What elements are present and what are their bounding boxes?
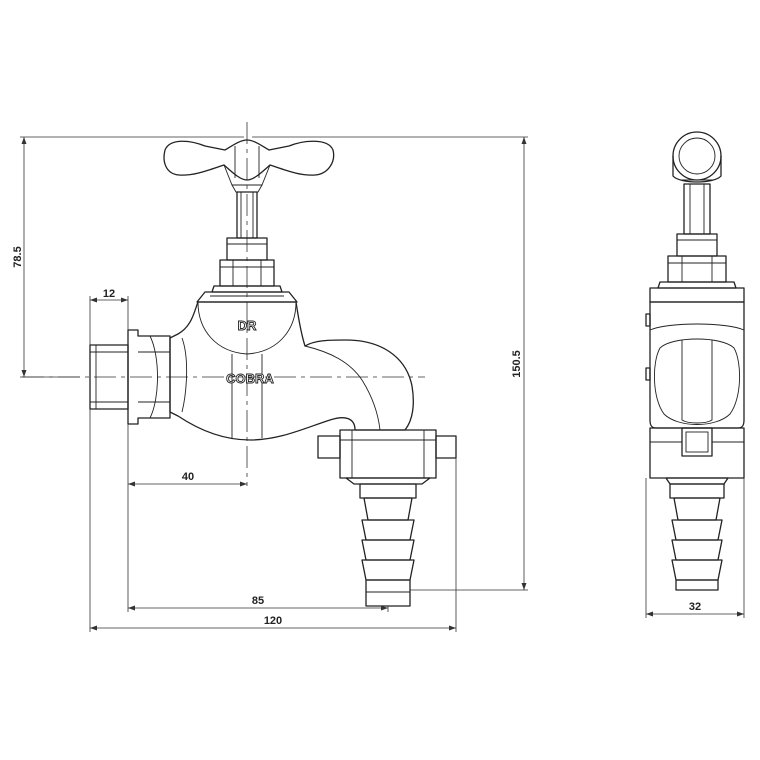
side-hose-tail xyxy=(665,477,729,591)
dim-12: 12 xyxy=(103,288,115,300)
outlet-coupling xyxy=(317,429,457,479)
cross-handle xyxy=(163,139,335,193)
mark-cobra: COBRA xyxy=(226,371,274,386)
hose-tail xyxy=(345,477,431,607)
front-dimensions: 78.5 150.5 12 40 85 120 xyxy=(12,136,528,632)
side-view: 32 xyxy=(645,131,745,618)
side-spindle xyxy=(683,183,711,235)
dim-40: 40 xyxy=(182,471,194,483)
mark-dr: DR xyxy=(238,318,257,333)
side-coupling xyxy=(649,427,745,479)
dim-78-5: 78.5 xyxy=(12,246,24,267)
bonnet-nut xyxy=(196,237,298,303)
inlet-connection xyxy=(89,329,171,425)
side-dimensions: 32 xyxy=(645,478,745,618)
front-view: DR COBRA xyxy=(12,122,528,632)
valve-body: DR COBRA xyxy=(169,301,414,441)
dim-120: 120 xyxy=(264,615,282,627)
dim-32: 32 xyxy=(689,601,701,613)
dim-150-5: 150.5 xyxy=(511,350,523,378)
side-body xyxy=(645,301,745,429)
side-bonnet xyxy=(649,233,745,303)
side-handle xyxy=(672,131,722,183)
dim-85: 85 xyxy=(252,595,264,607)
